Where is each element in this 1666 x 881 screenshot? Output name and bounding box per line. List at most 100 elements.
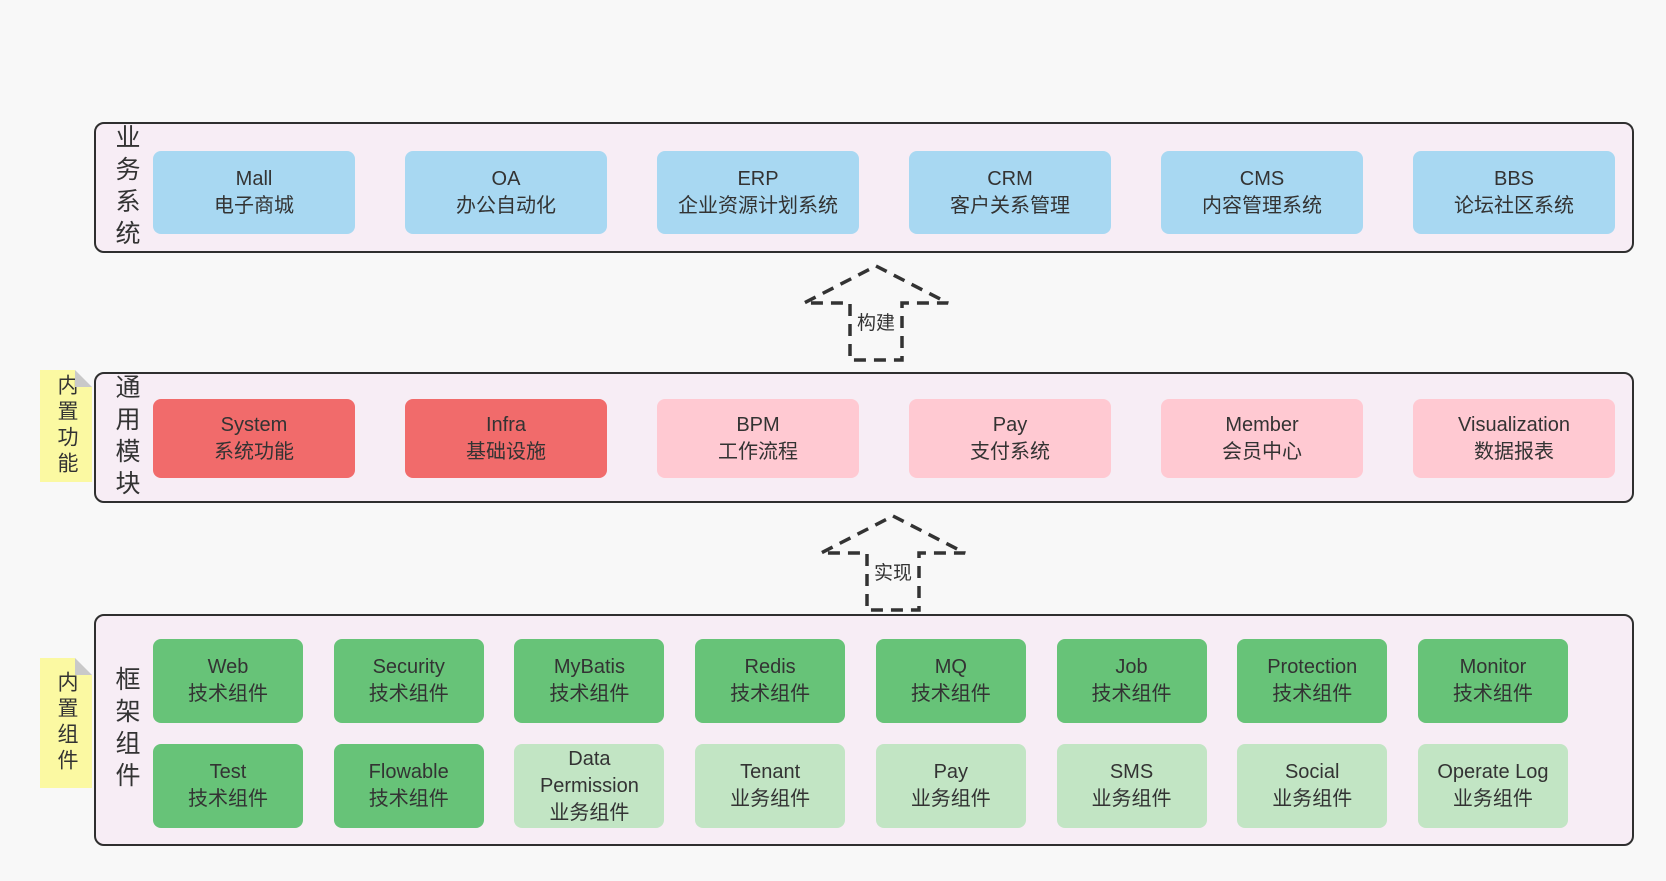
- box-member: Member 会员中心: [1161, 399, 1363, 478]
- box-subtitle: 技术组件: [1091, 683, 1172, 705]
- box-title: Job: [1115, 656, 1148, 678]
- box-subtitle: 企业资源计划系统: [678, 194, 838, 217]
- dashed-up-arrow-icon: [803, 264, 949, 362]
- box-subtitle: 技术组件: [368, 788, 449, 810]
- box-data-permission: Data Permission 业务组件: [514, 744, 665, 828]
- box-system: System 系统功能: [153, 399, 355, 478]
- box-subtitle: 办公自动化: [456, 194, 556, 217]
- framework-components-row-2: Test 技术组件 Flowable 技术组件 Data Permission …: [153, 744, 1568, 828]
- box-visualization: Visualization 数据报表: [1413, 399, 1615, 478]
- box-title: Tenant: [740, 761, 801, 783]
- box-title: Pay: [992, 413, 1028, 436]
- box-cms: CMS 内容管理系统: [1161, 151, 1363, 234]
- box-title: BPM: [736, 413, 780, 436]
- arrow-build-label: 构建: [853, 307, 899, 336]
- arrow-build: 构建: [801, 263, 951, 363]
- sticky-note-builtin-features: 内置功能: [40, 370, 92, 482]
- box-subtitle: 业务组件: [1452, 788, 1533, 810]
- box-sms: SMS 业务组件: [1056, 744, 1207, 828]
- box-title: Pay: [933, 761, 969, 783]
- framework-components-row-1: Web 技术组件 Security 技术组件 MyBatis 技术组件 Redi…: [153, 639, 1568, 723]
- box-subtitle: 系统功能: [214, 440, 294, 463]
- box-subtitle: 技术组件: [910, 683, 991, 705]
- band-business-systems: 业务系统 Mall 电子商城 OA 办公自动化 ERP 企业资源计划系统 CRM…: [94, 122, 1634, 253]
- sticky-note-label: 内置功能: [55, 374, 78, 478]
- box-title: OA: [491, 167, 521, 190]
- box-title: Web: [207, 656, 249, 678]
- box-subtitle: 工作流程: [718, 440, 798, 463]
- dashed-up-arrow-icon: [820, 514, 966, 612]
- box-title: Monitor: [1459, 656, 1527, 678]
- box-subtitle: 电子商城: [214, 194, 294, 217]
- arrow-implement-label: 实现: [870, 557, 916, 586]
- box-subtitle: 业务组件: [1272, 788, 1353, 810]
- box-mybatis: MyBatis 技术组件: [514, 639, 665, 723]
- band-business-systems-row: Mall 电子商城 OA 办公自动化 ERP 企业资源计划系统 CRM 客户关系…: [153, 151, 1615, 234]
- box-subtitle: 论坛社区系统: [1454, 194, 1574, 217]
- box-mq: MQ 技术组件: [875, 639, 1026, 723]
- box-title: ERP: [737, 167, 779, 190]
- box-subtitle: 技术组件: [188, 788, 268, 810]
- box-subtitle: 基础设施: [466, 440, 546, 463]
- band-common-modules: 通用模块 System 系统功能 Infra 基础设施 BPM 工作流程 Pay…: [94, 372, 1634, 503]
- box-title: Security: [372, 656, 445, 678]
- box-subtitle: 业务组件: [910, 788, 991, 810]
- box-monitor: Monitor 技术组件: [1417, 639, 1568, 723]
- box-erp: ERP 企业资源计划系统: [657, 151, 859, 234]
- box-title: Infra: [485, 413, 527, 436]
- box-title: SMS: [1109, 761, 1154, 783]
- box-security: Security 技术组件: [333, 639, 484, 723]
- sticky-note-label: 内置组件: [55, 671, 78, 775]
- box-web: Web 技术组件: [153, 639, 303, 723]
- box-title: Data Permission: [539, 747, 639, 797]
- box-protection: Protection 技术组件: [1237, 639, 1388, 723]
- band-common-modules-row: System 系统功能 Infra 基础设施 BPM 工作流程 Pay 支付系统…: [153, 399, 1615, 478]
- box-title: Test: [209, 761, 247, 783]
- box-redis: Redis 技术组件: [695, 639, 846, 723]
- box-subtitle: 业务组件: [730, 788, 811, 810]
- box-title: Visualization: [1458, 413, 1570, 436]
- box-title: BBS: [1493, 167, 1535, 190]
- box-crm: CRM 客户关系管理: [909, 151, 1111, 234]
- box-mall: Mall 电子商城: [153, 151, 355, 234]
- box-title: Member: [1225, 413, 1299, 436]
- box-tenant: Tenant 业务组件: [695, 744, 846, 828]
- box-title: Protection: [1267, 656, 1358, 678]
- sticky-note-builtin-components: 内置组件: [40, 658, 92, 788]
- box-title: Social: [1284, 761, 1340, 783]
- box-operate-log: Operate Log 业务组件: [1417, 744, 1568, 828]
- box-subtitle: 技术组件: [730, 683, 811, 705]
- band-framework-components: 框架组件 Web 技术组件 Security 技术组件 MyBatis 技术组件…: [94, 614, 1634, 846]
- box-subtitle: 支付系统: [970, 440, 1050, 463]
- box-subtitle: 技术组件: [549, 683, 630, 705]
- box-title: CMS: [1239, 167, 1285, 190]
- box-subtitle: 技术组件: [1272, 683, 1353, 705]
- box-subtitle: 客户关系管理: [950, 194, 1070, 217]
- box-subtitle: 技术组件: [1452, 683, 1533, 705]
- box-title: MyBatis: [553, 656, 625, 678]
- band-business-systems-label: 业务系统: [112, 123, 140, 252]
- box-subtitle: 会员中心: [1222, 440, 1302, 463]
- box-job: Job 技术组件: [1056, 639, 1207, 723]
- box-social: Social 业务组件: [1237, 744, 1388, 828]
- box-subtitle: 业务组件: [549, 801, 630, 824]
- box-subtitle: 数据报表: [1474, 440, 1554, 463]
- arrow-implement: 实现: [818, 513, 968, 613]
- box-pay-component: Pay 业务组件: [875, 744, 1026, 828]
- box-subtitle: 技术组件: [188, 683, 268, 705]
- box-test: Test 技术组件: [153, 744, 303, 828]
- band-common-modules-label: 通用模块: [112, 373, 140, 502]
- box-subtitle: 内容管理系统: [1202, 194, 1322, 217]
- box-flowable: Flowable 技术组件: [333, 744, 484, 828]
- box-infra: Infra 基础设施: [405, 399, 607, 478]
- box-subtitle: 业务组件: [1091, 788, 1172, 810]
- box-pay-module: Pay 支付系统: [909, 399, 1111, 478]
- box-bpm: BPM 工作流程: [657, 399, 859, 478]
- box-title: Redis: [744, 656, 796, 678]
- box-title: System: [220, 413, 288, 436]
- box-title: Operate Log: [1437, 761, 1549, 783]
- box-title: Flowable: [368, 761, 449, 783]
- box-title: CRM: [987, 167, 1033, 190]
- box-oa: OA 办公自动化: [405, 151, 607, 234]
